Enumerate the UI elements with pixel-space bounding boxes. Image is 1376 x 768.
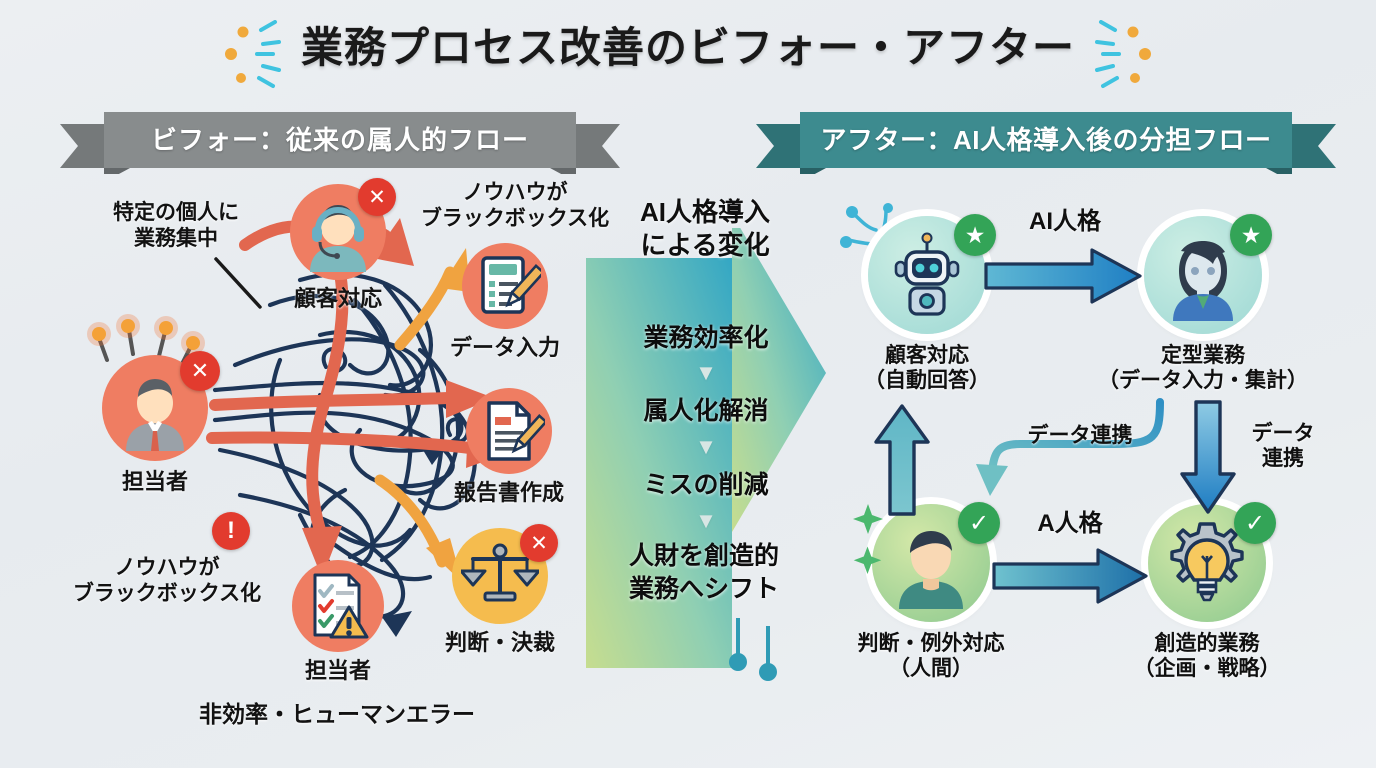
before-banner: ビフォー：従来の属人的フロー [60, 112, 620, 174]
before-node-label: 報告書作成 [453, 480, 564, 505]
after-node-label-line-1: 創造的業務 [1154, 632, 1260, 655]
after-node-label: 創造的業務 （企画・戦略） [1100, 632, 1314, 682]
center-final-line-1: 人財を創造的 [628, 542, 779, 570]
arrow-ai-persona-top [984, 248, 1142, 304]
x-badge: ✕ [180, 351, 220, 391]
sparkle-right-icon [1095, 20, 1151, 88]
x-badge: ✕ [358, 178, 396, 216]
before-node-label: 判断・決裁 [444, 630, 555, 655]
after-node-label-line-1: 判断・例外対応 [857, 632, 1005, 655]
after-node-label: 定型業務 （データ入力・集計） [1076, 344, 1330, 394]
after-banner-label: アフター：AI人格導入後の分担フロー [820, 125, 1272, 155]
sparkle-green-icon [853, 504, 883, 574]
callout-line-2: 業務集中 [134, 226, 218, 250]
document-pencil-icon [466, 388, 552, 474]
link-label-data-left: データ連携 [1027, 424, 1133, 447]
after-node-label: 顧客対応 （自動回答） [822, 344, 1032, 394]
arrow-label-ai-persona-top: AI人格 [1029, 208, 1101, 235]
center-heading-line-2: による変化 [640, 229, 770, 260]
center-step-2: 属人化解消 [643, 397, 769, 425]
center-separator-1: ▼ [695, 360, 717, 385]
star-badge: ★ [954, 214, 996, 256]
x-badge: ✕ [520, 524, 558, 562]
callout-line-1: ノウハウが [114, 556, 220, 579]
before-banner-label: ビフォー：従来の属人的フロー [150, 125, 529, 155]
before-node-label: 担当者 [304, 658, 371, 683]
arrow-up-human [874, 404, 930, 516]
arrow-down-data [1180, 400, 1236, 514]
after-node-label-line-2: （企画・戦略） [1133, 656, 1281, 680]
page-title: 業務プロセス改善のビフォー・アフター [300, 24, 1075, 71]
callout-line-1: ノウハウが [462, 181, 568, 204]
callout-pointer-line [214, 257, 262, 309]
before-person-label: 担当者 [121, 469, 188, 494]
sparkle-left-icon [224, 20, 281, 88]
callout-blackbox-top: ノウハウが ブラックボックス化 [410, 180, 620, 231]
after-node-label-line-2: （データ入力・集計） [1098, 368, 1308, 392]
check-badge: ✓ [958, 502, 1000, 544]
center-separator-3: ▼ [695, 508, 717, 533]
arrow-a-persona-bottom [992, 548, 1148, 604]
star-badge: ★ [1230, 214, 1272, 256]
callout-workload-concentration: 特定の個人に 業務集中 [86, 200, 266, 251]
alert-badge: ! [212, 512, 250, 550]
link-label-data-right: データ 連携 [1228, 422, 1338, 472]
link-label-right-line-1: データ [1251, 422, 1315, 445]
center-separator-2: ▼ [695, 434, 717, 459]
center-arrow-heading: AI人格導入 による変化 [612, 196, 798, 261]
form-pencil-icon [462, 243, 548, 329]
after-node-label-line-2: （人間） [889, 656, 973, 680]
callout-line-1: 特定の個人に [113, 201, 239, 224]
after-node-label-line-1: 定型業務 [1161, 344, 1245, 367]
link-label-right-line-2: 連携 [1262, 446, 1304, 470]
callout-blackbox-bottom: ノウハウが ブラックボックス化 [62, 555, 272, 606]
callout-line-2: ブラックボックス化 [420, 206, 610, 230]
center-final-line-2: 業務へシフト [628, 574, 779, 603]
network-dots-icon [840, 203, 893, 248]
callout-inefficiency: 非効率・ヒューマンエラー [182, 700, 492, 728]
before-node-label: 顧客対応 [293, 286, 382, 311]
callout-line-2: ブラックボックス化 [72, 581, 262, 605]
after-banner-shape [756, 112, 1336, 174]
after-node-label-line-1: 顧客対応 [885, 344, 969, 367]
center-step-1: 業務効率化 [643, 324, 769, 352]
transformation-arrow [586, 228, 826, 681]
center-final-outcome: 人財を創造的 業務へシフト [606, 540, 802, 605]
after-banner: アフター：AI人格導入後の分担フロー [756, 112, 1336, 174]
arrow-data-link-curved [976, 398, 1164, 496]
arrow-label-a-persona-bottom: A人格 [1037, 510, 1103, 537]
before-node-label: データ入力 [449, 335, 560, 360]
checklist-warning-icon [292, 560, 384, 652]
stress-lines-icon [87, 314, 205, 368]
before-banner-shape [60, 112, 620, 174]
after-node-label-line-2: （自動回答） [864, 368, 990, 392]
check-badge: ✓ [1234, 502, 1276, 544]
woman-icon [1144, 216, 1262, 334]
callout-line-1: 非効率・ヒューマンエラー [199, 701, 475, 727]
center-step-3: ミスの削減 [643, 471, 769, 499]
after-node-label: 判断・例外対応 （人間） [828, 632, 1034, 682]
page-title-area: 業務プロセス改善のビフォー・アフター [0, 14, 1376, 88]
center-heading-line-1: AI人格導入 [639, 197, 770, 227]
